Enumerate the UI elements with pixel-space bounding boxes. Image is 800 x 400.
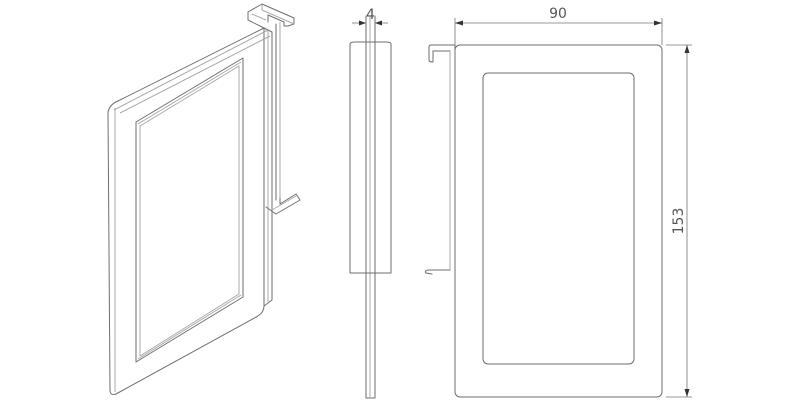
side-view bbox=[349, 15, 392, 399]
front-view bbox=[424, 44, 663, 398]
width-label: 90 bbox=[549, 6, 567, 22]
dimension-width: 90 bbox=[454, 6, 663, 45]
thickness-label: 4 bbox=[366, 7, 375, 23]
height-label: 153 bbox=[671, 208, 687, 235]
dimension-height: 153 bbox=[666, 44, 692, 398]
isometric-view bbox=[107, 3, 301, 395]
dimension-thickness: 4 bbox=[352, 7, 388, 26]
